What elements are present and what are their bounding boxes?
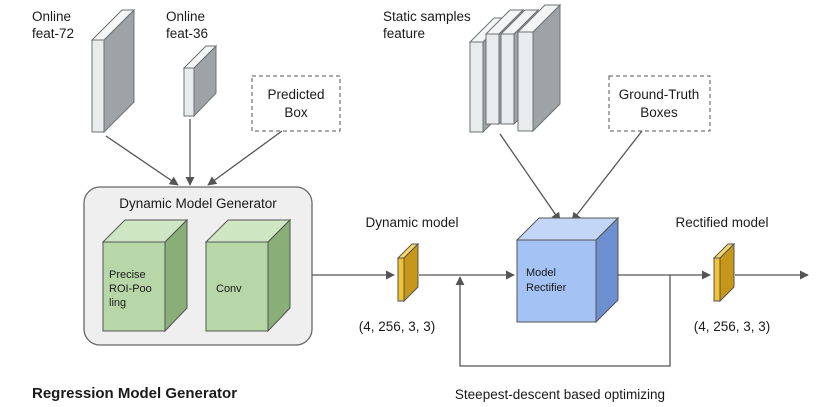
precise-roi-label-line1: Precise	[109, 269, 146, 281]
arrow-feat72-to-generator	[105, 135, 179, 186]
online-feat-72-label-line1: Online	[32, 9, 71, 24]
generator-title: Dynamic Model Generator	[119, 196, 277, 211]
static-samples-label-line2: feature	[383, 26, 425, 41]
dynamic-model-block	[396, 242, 420, 303]
arrow-static-to-rectifier	[499, 133, 561, 222]
ground-truth-label-line1: Ground-Truth	[619, 87, 700, 102]
optimizing-label: Steepest-descent based optimizing	[455, 387, 665, 402]
static-samples-stack	[468, 3, 562, 134]
precise-roi-label-line2: ROI-Poo	[109, 283, 152, 295]
ground-truth-label-line2: Boxes	[640, 105, 678, 120]
conv-label: Conv	[216, 283, 242, 295]
conv-cube	[204, 218, 292, 333]
model-rectifier-cube	[515, 216, 620, 324]
precise-roi-label-line3: ling	[109, 297, 126, 309]
online-feat-36-map	[182, 44, 218, 118]
rectifier-label-line2: Rectifier	[526, 282, 567, 294]
predicted-box-label-line1: Predicted	[267, 87, 324, 102]
online-feat-36-label-line1: Online	[166, 9, 205, 24]
figure-title: Regression Model Generator	[32, 385, 237, 402]
dynamic-model-label: Dynamic model	[365, 215, 458, 230]
dynamic-model-shape: (4, 256, 3, 3)	[359, 319, 436, 334]
arrow-predbox-to-generator	[207, 130, 283, 186]
online-feat-72-map	[90, 8, 136, 134]
online-feat-72-label-line2: feat-72	[32, 26, 74, 41]
optimizing-feedback-loop	[455, 275, 671, 367]
predicted-box-label-line2: Box	[284, 105, 308, 120]
arrow-groundtruth-to-rectifier	[571, 130, 643, 222]
rectified-model-block	[712, 242, 736, 303]
rectifier-label-line1: Model	[526, 267, 556, 279]
online-feat-36-label-line2: feat-36	[166, 26, 208, 41]
ground-truth-box-frame	[608, 75, 711, 132]
precise-roi-pooling-cube	[101, 218, 189, 333]
predicted-box-frame	[251, 75, 341, 132]
rectified-model-label: Rectified model	[675, 215, 768, 230]
static-samples-label-line1: Static samples	[383, 9, 471, 24]
rectified-model-shape: (4, 256, 3, 3)	[694, 319, 771, 334]
